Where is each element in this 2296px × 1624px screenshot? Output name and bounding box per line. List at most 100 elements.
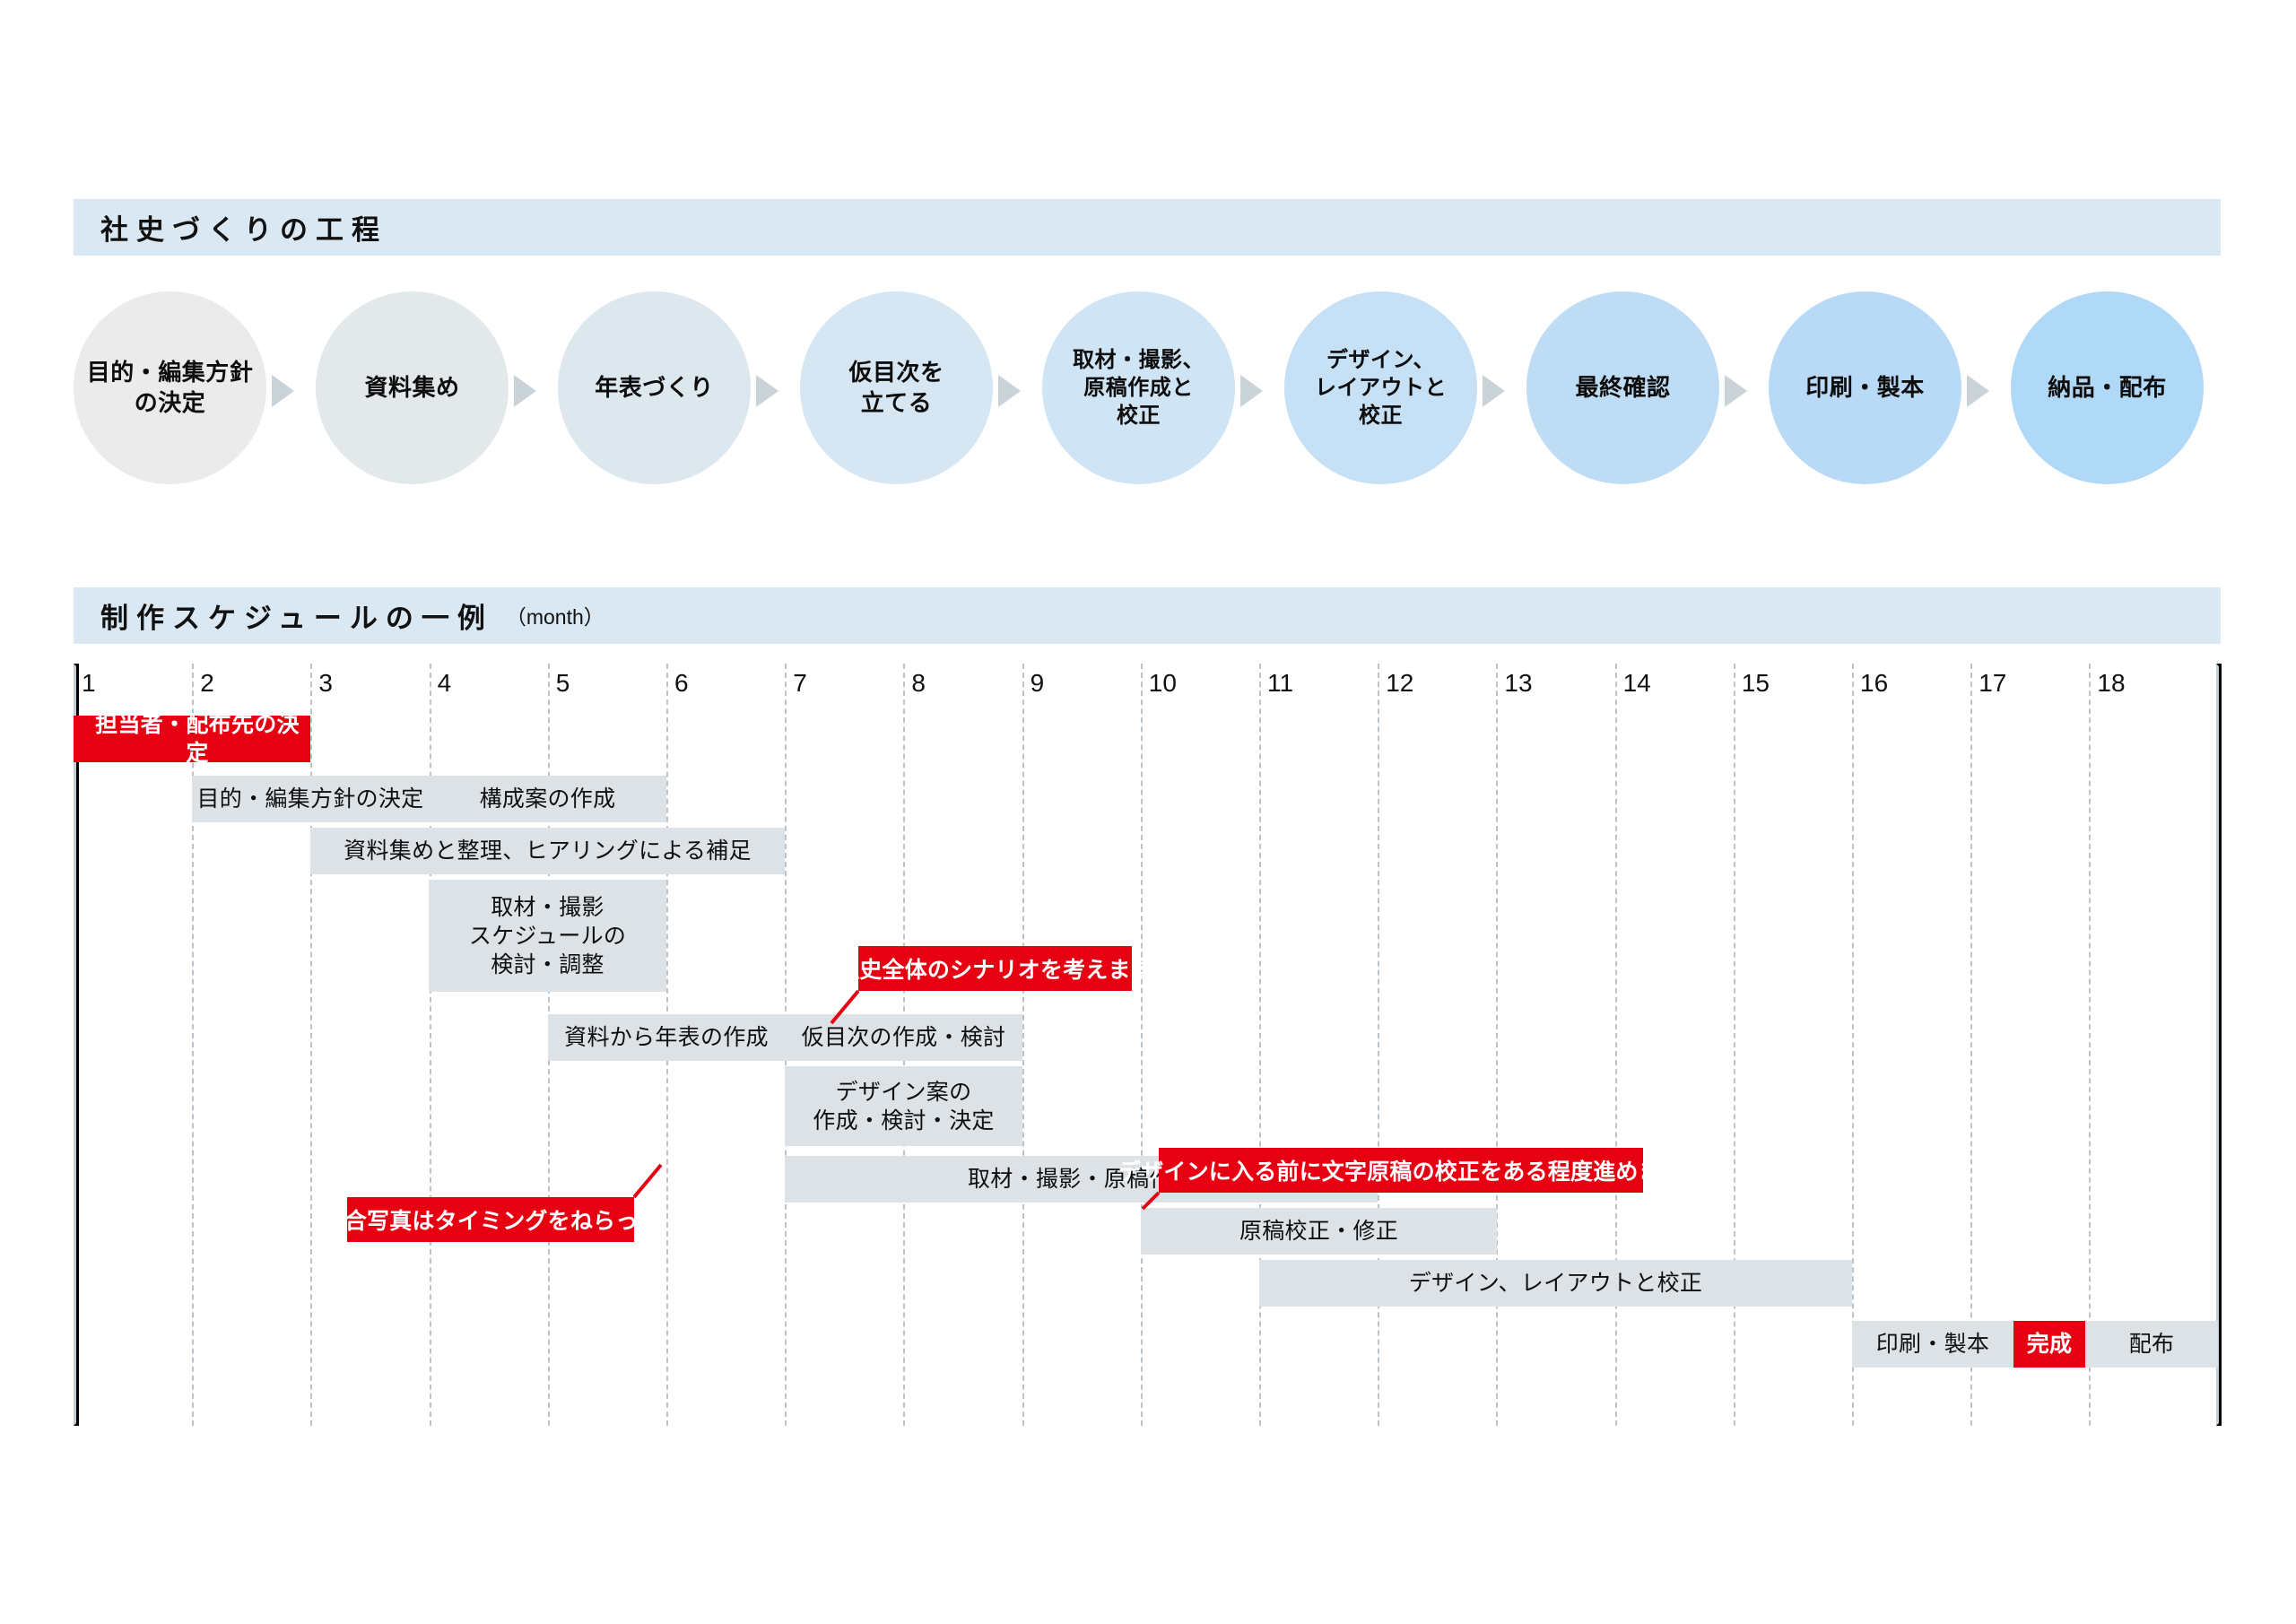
gantt-bar-label: 構成案の作成 [479,786,616,812]
flow-arrow-icon [756,375,778,407]
gantt-bar-label: 取材・撮影 スケジュールの 検討・調整 [468,894,627,977]
month-tick-13: 13 [1504,669,1533,697]
gantt-bar-label: 目的・編集方針の決定 [196,786,424,812]
gantt-bar-label: 原稿校正・修正 [1239,1219,1399,1244]
gridline-month-10 [1140,664,1143,1426]
flow-node-label: 年表づくり [595,373,714,401]
month-tick-8: 8 [911,669,926,697]
flow-node-6: デザイン、 レイアウトと 校正 [1284,291,1477,484]
flow-node-8: 印刷・製本 [1769,291,1961,484]
gantt-bar-label: 担当者・配布先の決定 [95,712,300,766]
month-tick-15: 15 [1741,669,1770,697]
process-flow-diagram: 目的・編集方針 の決定 資料集め 年表づくり 仮目次を 立てる 取材・撮影、 原稿作成と… [74,291,2226,484]
flow-node-5: 取材・撮影、 原稿作成と 校正 [1042,291,1235,484]
gantt-callout-label: 集合写真はタイミングをねらって [321,1209,660,1234]
month-tick-4: 4 [437,669,452,697]
month-tick-1: 1 [82,669,96,697]
gantt-callout: 集合写真はタイミングをねらって [322,1197,659,1242]
gantt-callout: デザインに入る前に文字原稿の校正をある程度進めます [1118,1148,1683,1193]
gantt-callout-label: デザインに入る前に文字原稿の校正をある程度進めます [1118,1159,1684,1185]
flow-node-label: 目的・編集方針 の決定 [86,358,254,416]
month-tick-9: 9 [1030,669,1045,697]
gridline-month-1 [74,664,79,1426]
flow-node-label: 印刷・製本 [1805,373,1925,401]
flow-node-label: 仮目次を 立てる [848,358,944,416]
callout-leader-line [632,1163,663,1199]
gantt-bar-label: 資料から年表の作成 [564,1025,769,1050]
gridline-month-3 [310,664,313,1426]
gantt-bar: 配布 [2085,1321,2218,1368]
gridline-month-14 [1614,664,1617,1426]
gridline-month-11 [1259,664,1261,1426]
flow-arrow-icon [998,375,1021,407]
gridline-month-2 [192,664,195,1426]
flow-arrow-icon [1967,375,1989,407]
flow-arrow-icon [1240,375,1263,407]
gantt-bar: デザイン案の 作成・検討・決定 [785,1066,1022,1146]
month-tick-14: 14 [1622,669,1651,697]
gantt-bar-label: 資料集めと整理、ヒアリングによる補足 [344,838,752,864]
gantt-bar: 原稿校正・修正 [1141,1208,1497,1255]
flow-node-2: 資料集め [316,291,509,484]
gridline-chart-right-edge [2216,664,2222,1426]
schedule-section-title: 制作スケジュールの一例 [100,603,493,634]
gantt-callout: 社史全体のシナリオを考えます [837,946,1153,991]
month-tick-17: 17 [1979,669,2007,697]
gantt-bar-label: デザイン、レイアウトと校正 [1408,1271,1703,1296]
gantt-bar: 仮目次の作成・検討 [785,1014,1022,1061]
gantt-bar-label: デザイン案の 作成・検討・決定 [813,1079,995,1133]
flow-node-9: 納品・配布 [2011,291,2204,484]
month-tick-2: 2 [200,669,214,697]
process-section-header: 社史づくりの工程 [74,199,2221,256]
gantt-bar: 取材・撮影 スケジュールの 検討・調整 [429,880,666,992]
flow-arrow-icon [272,375,294,407]
gantt-bar-label: 取材・撮影・原稿作成 [967,1167,1195,1192]
flow-node-label: デザイン、 レイアウトと 校正 [1315,347,1447,429]
gantt-bar: 完成 [2013,1321,2085,1368]
gridline-month-4 [429,664,431,1426]
flow-arrow-icon [514,375,536,407]
month-tick-3: 3 [318,669,333,697]
flow-node-7: 最終確認 [1526,291,1719,484]
schedule-section-unit: （month） [505,604,604,629]
month-tick-7: 7 [793,669,807,697]
gridline-month-15 [1733,664,1735,1426]
gantt-bar: 担当者・配布先の決定 [74,712,310,766]
gridline-month-9 [1022,664,1024,1426]
gantt-bar: 資料から年表の作成 [548,1014,785,1061]
flow-node-label: 取材・撮影、 原稿作成と 校正 [1073,347,1205,429]
month-tick-18: 18 [2097,669,2126,697]
gantt-bar: デザイン、レイアウトと校正 [1259,1260,1852,1307]
flow-arrow-icon [1725,375,1747,407]
gridline-month-16 [1852,664,1854,1426]
gantt-bar-label: 仮目次の作成・検討 [801,1025,1006,1050]
month-tick-10: 10 [1148,669,1177,697]
month-tick-6: 6 [674,669,689,697]
flow-node-label: 資料集め [364,373,460,401]
gantt-bar-label: 完成 [2026,1332,2073,1357]
gridline-month-12 [1378,664,1380,1426]
flow-node-3: 年表づくり [558,291,751,484]
flow-node-label: 納品・配布 [2048,373,2167,401]
month-tick-11: 11 [1267,669,1294,697]
gridline-month-17 [1970,664,1973,1426]
month-tick-12: 12 [1386,669,1414,697]
gantt-bar-label: 配布 [2128,1332,2175,1357]
gantt-bar: 資料集めと整理、ヒアリングによる補足 [310,828,785,874]
flow-arrow-icon [1483,375,1505,407]
gantt-bar: 構成案の作成 [429,776,666,822]
gantt-bar: 目的・編集方針の決定 [192,776,429,822]
gantt-callout-label: 社史全体のシナリオを考えます [837,958,1153,983]
gantt-bar: 印刷・製本 [1852,1321,2013,1368]
process-section-title: 社史づくりの工程 [100,214,387,246]
schedule-section-header: 制作スケジュールの一例 （month） [74,587,2221,644]
flow-node-4: 仮目次を 立てる [800,291,993,484]
gantt-bar-label: 印刷・製本 [1875,1332,1990,1357]
month-tick-16: 16 [1860,669,1889,697]
flow-node-label: 最終確認 [1575,373,1671,401]
gridline-month-13 [1496,664,1499,1426]
month-tick-5: 5 [555,669,570,697]
